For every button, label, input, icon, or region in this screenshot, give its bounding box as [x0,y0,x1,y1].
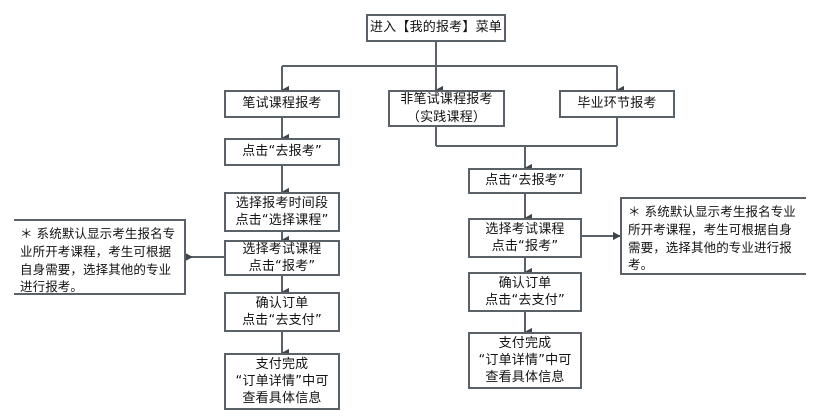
node-right-step-payment-done[interactable]: 支付完成 “订单详情”中可 查看具体信息 [468,332,582,389]
node-right-step-select-course[interactable]: 选择考试课程 点击“报考” [468,218,582,258]
node-left-step-confirm-order[interactable]: 确认订单 点击“去支付” [224,292,340,332]
node-entry-menu[interactable]: 进入【我的报考】菜单 [366,14,506,42]
node-branch-non-written-exam[interactable]: 非笔试课程报考 （实践课程） [388,90,505,127]
node-branch-graduation[interactable]: 毕业环节报考 [559,90,675,118]
node-branch-written-exam[interactable]: 笔试课程报考 [224,90,340,118]
node-left-step-payment-done[interactable]: 支付完成 “订单详情”中可 查看具体信息 [224,353,340,410]
note-right-major-courses: ＊ 系统默认显示考生报名专业所开考课程，考生可根据自身需要，选择其他的专业进行报… [620,197,806,275]
node-left-step-select-period[interactable]: 选择报考时间段 点击“选择课程” [224,192,340,232]
note-left-major-courses: ＊ 系统默认显示考生报名专业所开考课程，考生可根据自身需要，选择其他的专业进行报… [14,219,186,295]
node-left-step-go-to-apply[interactable]: 点击“去报考” [224,138,340,166]
node-left-step-select-course[interactable]: 选择考试课程 点击“报考” [224,240,340,276]
node-right-step-go-to-apply[interactable]: 点击“去报考” [468,168,582,194]
node-right-step-confirm-order[interactable]: 确认订单 点击“去支付” [468,272,582,312]
